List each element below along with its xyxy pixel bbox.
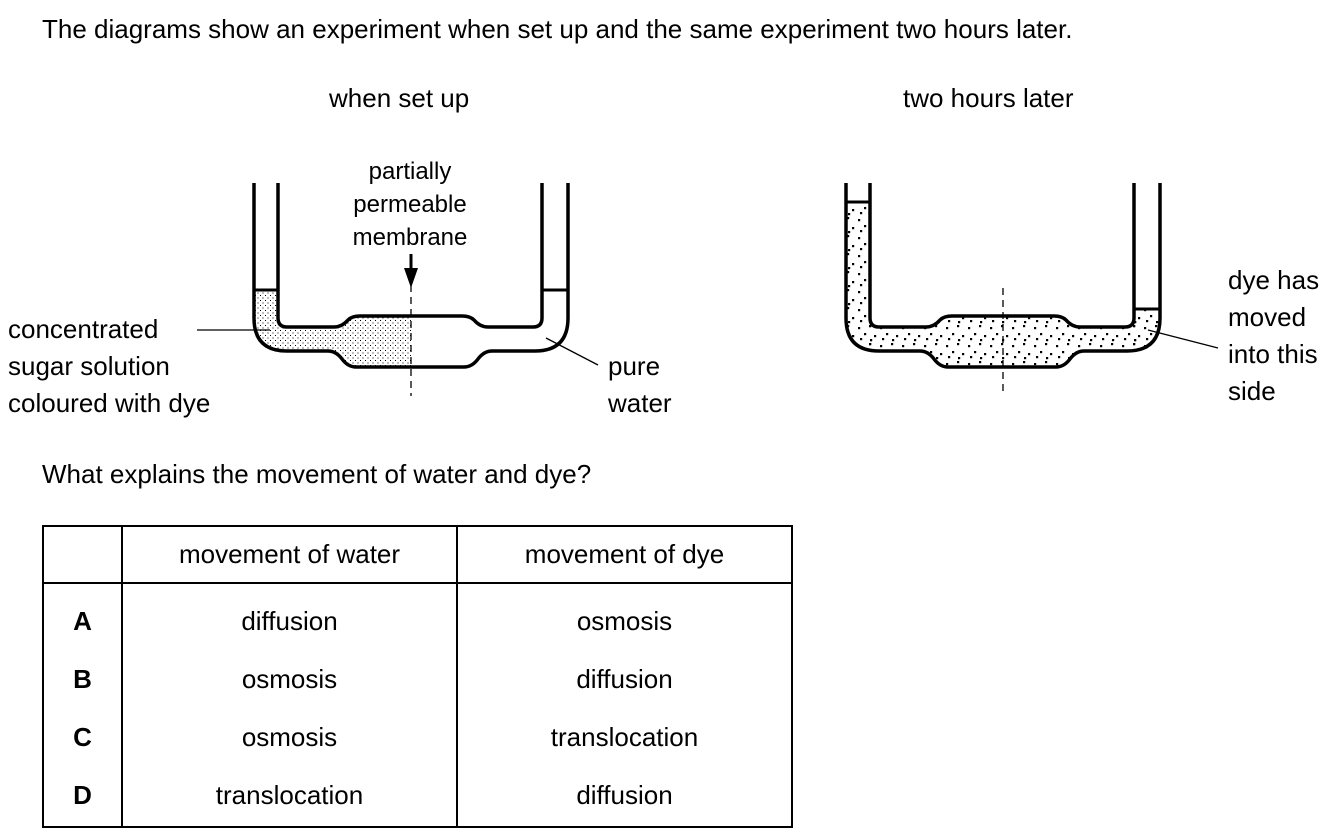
option-row-c[interactable]: C osmosis translocation — [42, 708, 793, 766]
dye-cell: osmosis — [456, 583, 793, 650]
water-cell: osmosis — [121, 650, 458, 708]
question-intro: The diagrams show an experiment when set… — [42, 14, 1073, 44]
tube-outer-wall — [844, 183, 1162, 369]
dye-cell: diffusion — [456, 650, 793, 708]
header-key — [42, 526, 123, 584]
header-dye: movement of dye — [456, 526, 793, 584]
dye-moved-label-line: side — [1228, 376, 1276, 406]
sugar-solution-label-line: coloured with dye — [8, 388, 211, 418]
option-row-a[interactable]: A diffusion osmosis — [42, 583, 793, 650]
caption-two-hours-later: two hours later — [903, 83, 1074, 113]
sugar-solution-label-line: sugar solution — [8, 351, 170, 381]
option-key: A — [42, 583, 123, 650]
membrane-label-line: permeable — [353, 191, 467, 218]
pure-water-label-line: water — [608, 388, 672, 418]
dye-moved-label-line: into this — [1228, 339, 1318, 369]
u-tube-two-hours-later — [844, 183, 1219, 396]
dye-moved-label: dye has moved into this side — [1228, 262, 1319, 410]
option-key: D — [42, 766, 123, 827]
option-key: B — [42, 650, 123, 708]
option-row-b[interactable]: B osmosis diffusion — [42, 650, 793, 708]
dye-moved-label-line: moved — [1228, 302, 1307, 332]
option-row-d[interactable]: D translocation diffusion — [42, 766, 793, 827]
dye-fill-right-arm — [1132, 309, 1159, 366]
question-text: What explains the movement of water and … — [42, 459, 592, 489]
water-cell: translocation — [121, 766, 458, 827]
experiment-diagrams — [197, 183, 1219, 396]
membrane-label-line: membrane — [352, 224, 468, 251]
dye-cell: diffusion — [456, 766, 793, 827]
arrow-down-icon — [404, 254, 418, 288]
caption-when-set-up: when set up — [329, 83, 470, 113]
sugar-solution-fill — [255, 290, 411, 366]
water-cell: diffusion — [121, 583, 458, 650]
dye-moved-label-line: dye has — [1228, 265, 1320, 295]
sugar-solution-label: concentrated sugar solution coloured wit… — [8, 311, 210, 422]
option-key: C — [42, 708, 123, 766]
water-leader-line — [545, 337, 599, 366]
table-header-row: movement of water movement of dye — [42, 526, 793, 584]
header-water: movement of water — [121, 526, 458, 584]
tube-inner-wall — [868, 183, 1136, 329]
membrane-label-line: partially — [368, 158, 452, 185]
water-cell: osmosis — [121, 708, 458, 766]
u-tube-set-up — [197, 183, 599, 396]
sugar-solution-label-line: concentrated — [8, 314, 159, 344]
pure-water-label: pure water — [608, 348, 672, 422]
answer-options-table: movement of water movement of dye A diff… — [42, 525, 793, 828]
tube-outer-wall — [252, 183, 570, 369]
membrane-label: partially permeable membrane — [340, 155, 480, 254]
dye-leader-line — [1147, 329, 1219, 349]
pure-water-label-line: pure — [608, 351, 661, 381]
dye-cell: translocation — [456, 708, 793, 766]
